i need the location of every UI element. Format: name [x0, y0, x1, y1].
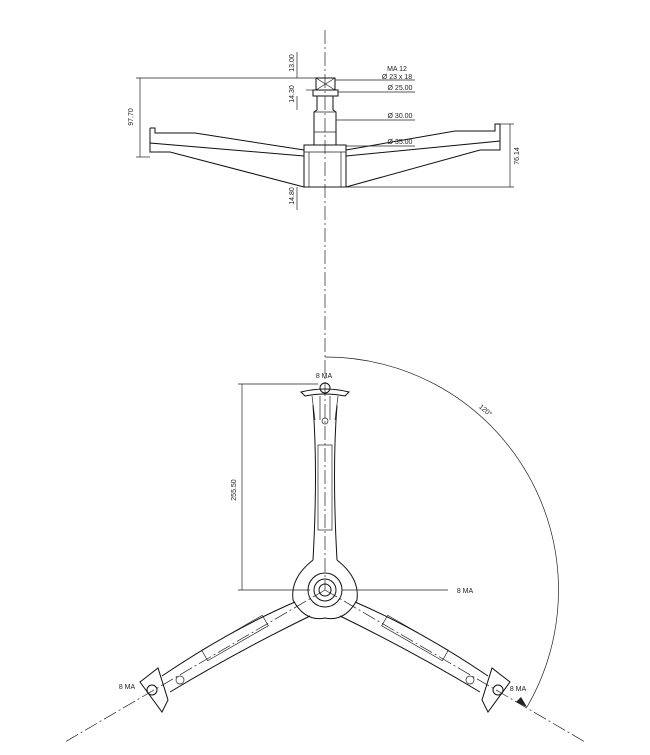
right-arm-slot: [381, 614, 449, 662]
right-arm-profile: [345, 123, 501, 188]
bolt-right-label: 8 MA: [510, 686, 527, 693]
dim-d35: Ø 35.00: [388, 139, 413, 146]
hub-inner-ring: [313, 578, 337, 602]
left-arm: [161, 601, 311, 693]
dim-arm-height: 76.14: [514, 147, 521, 165]
bolt-center-label: 8 MA: [457, 588, 474, 595]
bolt-top-label: 8 MA: [316, 373, 333, 380]
hub-body: [292, 559, 358, 620]
left-arm-flange: [139, 667, 169, 713]
side-view: 97.70 76.14 13.00 14.30 14.80 MA 12 Ø 23…: [128, 30, 521, 360]
top-arm-flange: [300, 388, 350, 397]
dim-top: 13.00: [289, 54, 296, 72]
bolt-left-label: 8 MA: [119, 684, 136, 691]
left-arm-profile: [149, 127, 305, 188]
left-bolt: [146, 684, 158, 696]
dim-thread: MA 12: [387, 66, 407, 73]
axis-right-arm: [324, 589, 586, 743]
dim-bottom: 14.80: [289, 187, 296, 205]
dim-hex: Ø 23 x 18: [382, 74, 412, 81]
hub-center-bolt: [318, 583, 332, 597]
top-arm: [312, 404, 338, 561]
dim-d25: Ø 25.00: [388, 85, 413, 92]
axis-left-arm: [64, 589, 326, 743]
dim-mid: 14.30: [289, 85, 296, 103]
right-arm: [339, 601, 489, 693]
top-arm-slot: [317, 444, 333, 531]
top-view: 120° 255.50 8 MA 8 MA 8 MA: [64, 356, 586, 743]
right-bolt: [492, 684, 504, 696]
dim-d30: Ø 30.00: [388, 113, 413, 120]
angle-arc: [324, 356, 559, 708]
angle-label: 120°: [477, 403, 493, 419]
dim-arm-length: 255.50: [231, 479, 238, 501]
thread-collar: [312, 89, 339, 97]
shaft: [313, 96, 337, 145]
right-arm-flange: [481, 667, 511, 713]
top-bolt: [319, 382, 331, 394]
left-arm-slot: [201, 614, 269, 662]
dim-total-height: 97.70: [128, 108, 135, 126]
